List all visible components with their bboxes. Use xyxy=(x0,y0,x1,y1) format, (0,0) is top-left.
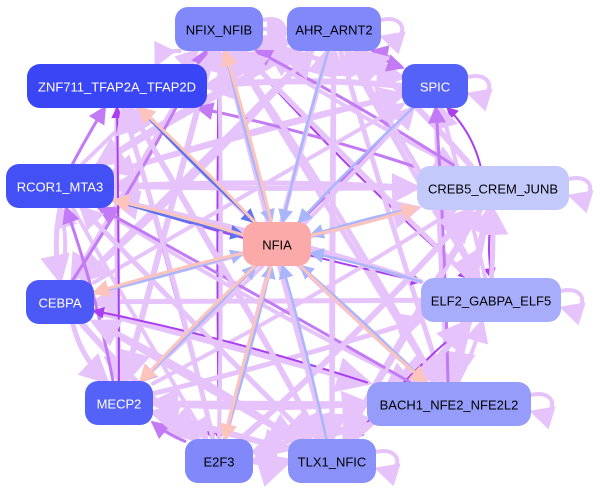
edge-NFIA-to-NFIX_NFIB xyxy=(220,48,273,224)
edge-CEBPA-to-MECP2 xyxy=(70,321,110,385)
node-nfix-nfib[interactable]: NFIX_NFIB xyxy=(175,7,263,51)
edge-SPIC-to-NFIA xyxy=(297,106,415,224)
edge-NFIA-to-MECP2 xyxy=(138,264,257,384)
self-loop-CREB5_CREM_JUNB xyxy=(567,176,594,214)
edge-TLX1_NFIC-to-CREB5_CREM_JUNB xyxy=(343,206,482,441)
edge-TLX1_NFIC-to-E2F3 xyxy=(248,441,291,471)
edge-BACH1_NFE2_NFE2L2-to-MECP2 xyxy=(148,388,370,419)
edge-AHR_ARNT2-to-NFIA xyxy=(278,49,330,225)
node-ahr-arnt2[interactable]: AHR_ARNT2 xyxy=(287,7,381,51)
edge-CREB5_CREM_JUNB-to-NFIX_NFIB xyxy=(254,49,457,168)
edge-BACH1_NFE2_NFE2L2-to-NFIX_NFIB xyxy=(229,46,438,385)
node-nfia[interactable]: NFIA xyxy=(243,222,311,266)
node-box[interactable] xyxy=(367,382,531,426)
edge-NFIA-to-BACH1_NFE2_NFE2L2 xyxy=(299,264,428,384)
edge-ELF2_GABPA_ELF5-to-CREB5_CREM_JUNB xyxy=(478,205,509,281)
edge-TLX1_NFIC-to-NFIA xyxy=(278,263,328,441)
node-cebpa[interactable]: CEBPA xyxy=(26,280,94,324)
edge-RCOR1_MTA3-to-ZNF711_TFAP2A_TFAP2D xyxy=(71,105,107,166)
edge-NFIA-to-CREB5_CREM_JUNB xyxy=(309,203,420,237)
edge-ELF2_GABPA_ELF5-to-NFIA xyxy=(308,248,423,283)
edge-NFIA-to-ZNF711_TFAP2A_TFAP2D xyxy=(137,105,257,224)
edge-ELF2_GABPA_ELF5-to-AHR_ARNT2 xyxy=(344,46,481,281)
self-loop-NFIX_NFIB xyxy=(261,17,288,55)
self-loop-TLX1_NFIC xyxy=(374,449,401,487)
self-loop-AHR_ARNT2 xyxy=(379,17,406,55)
node-box[interactable] xyxy=(26,280,94,324)
node-box[interactable] xyxy=(85,381,153,425)
edge-SPIC-to-AHR_ARNT2 xyxy=(370,45,404,69)
node-box[interactable] xyxy=(288,439,376,483)
self-loop-SPIC xyxy=(466,74,493,112)
edge-TLX1_NFIC-to-CEBPA xyxy=(89,319,297,442)
node-rcor1-mta3[interactable]: RCOR1_MTA3 xyxy=(6,164,114,208)
node-elf2-gabpa-elf5[interactable]: ELF2_GABPA_ELF5 xyxy=(421,278,561,322)
node-box[interactable] xyxy=(185,439,253,483)
node-znf711-tfap2a-tfap2d[interactable]: ZNF711_TFAP2A_TFAP2D xyxy=(27,64,207,108)
edge-E2F3-to-NFIX_NFIB xyxy=(207,47,232,441)
edge-CEBPA-to-RCOR1_MTA3 xyxy=(54,204,78,282)
node-e2f3[interactable]: E2F3 xyxy=(185,439,253,483)
self-loop-ELF2_GABPA_ELF5 xyxy=(559,288,586,326)
node-box[interactable] xyxy=(175,7,263,51)
node-mecp2[interactable]: MECP2 xyxy=(85,381,153,425)
edge-TLX1_NFIC-to-ZNF711_TFAP2A_TFAP2D xyxy=(127,103,322,442)
node-bach1-nfe2-nfe2l2[interactable]: BACH1_NFE2_NFE2L2 xyxy=(367,382,531,426)
node-box[interactable] xyxy=(243,222,311,266)
edge-ELF2_GABPA_ELF5-to-CEBPA xyxy=(89,286,424,317)
node-box[interactable] xyxy=(402,64,468,108)
edge-BACH1_NFE2_NFE2L2-to-RCOR1_MTA3 xyxy=(96,206,412,384)
node-tlx1-nfic[interactable]: TLX1_NFIC xyxy=(288,439,376,483)
node-box[interactable] xyxy=(27,64,207,108)
edge-CREB5_CREM_JUNB-to-ZNF711_TFAP2A_TFAP2D xyxy=(195,102,419,169)
edge-TLX1_NFIC-to-AHR_ARNT2 xyxy=(318,46,349,442)
node-spic[interactable]: SPIC xyxy=(402,64,468,108)
edge-NFIA-to-E2F3 xyxy=(219,264,273,442)
edge-E2F3-to-CREB5_CREM_JUNB xyxy=(238,205,475,442)
node-box[interactable] xyxy=(417,166,569,210)
edge-NFIX_NFIB-to-ZNF711_TFAP2A_TFAP2D xyxy=(154,40,182,68)
self-loop-layer xyxy=(261,17,594,487)
node-box[interactable] xyxy=(421,278,561,322)
node-box[interactable] xyxy=(6,164,114,208)
edge-RCOR1_MTA3-to-CEBPA xyxy=(40,205,70,285)
edge-NFIA-to-CEBPA xyxy=(91,251,245,298)
self-loop-BACH1_NFE2_NFE2L2 xyxy=(529,392,556,430)
edge-NFIA-to-RCOR1_MTA3 xyxy=(111,194,245,237)
node-box[interactable] xyxy=(287,7,381,51)
edge-RCOR1_MTA3-to-SPIC xyxy=(111,86,407,175)
node-creb5-crem-junb[interactable]: CREB5_CREM_JUNB xyxy=(417,166,569,210)
